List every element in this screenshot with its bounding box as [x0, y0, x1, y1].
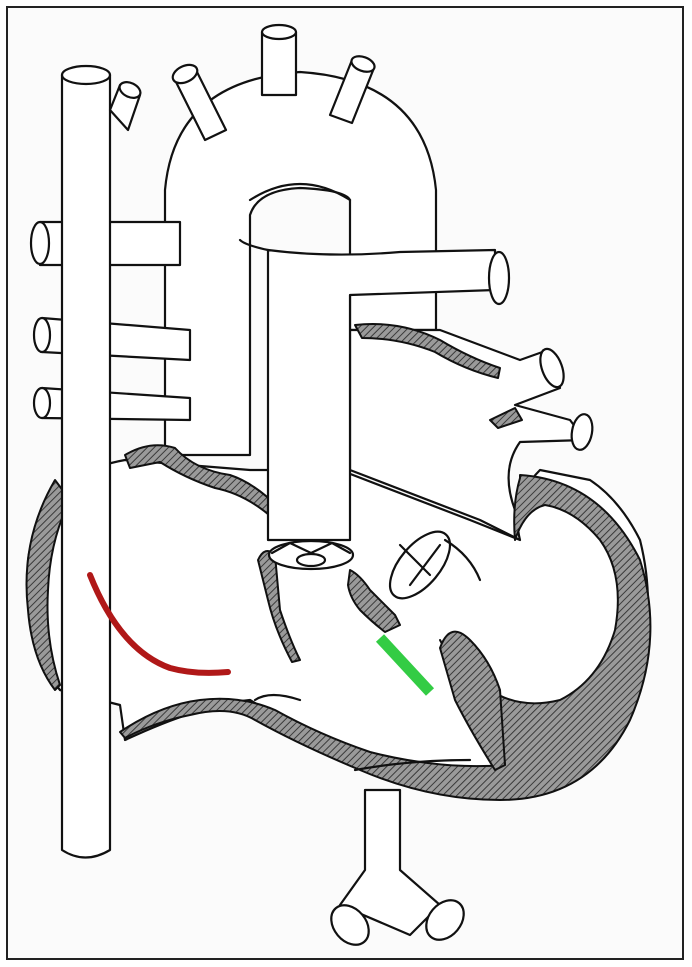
vena-cava [62, 66, 110, 858]
left-common-carotid [262, 25, 296, 95]
inferior-vena-cava [324, 790, 472, 952]
pulmonary-valve [269, 541, 353, 569]
superior-vena-cava-branch [110, 79, 143, 130]
